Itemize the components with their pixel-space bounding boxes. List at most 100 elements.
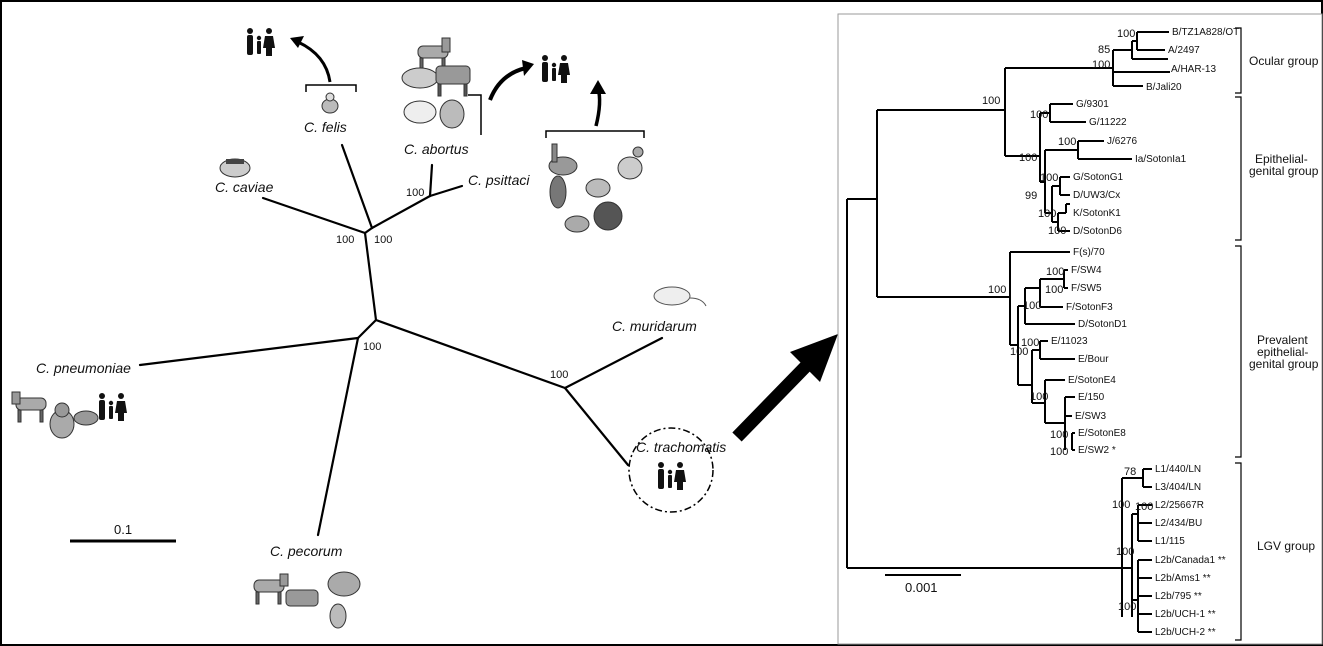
leaf-label: D/SotonD1: [1078, 319, 1127, 330]
right-bootstrap-values: 100 85 100 100 100 100 100 99 100 100 10…: [982, 28, 1153, 613]
leaf-label: F(s)/70: [1073, 247, 1105, 258]
felis-jump-arrow: [297, 40, 332, 83]
livestock-icons: [401, 37, 471, 129]
branch-caviae: [261, 196, 367, 235]
branch-internal-3: [356, 318, 378, 340]
bootstrap-value: 100: [1046, 266, 1064, 278]
branch-psittaci-abortus: [370, 194, 432, 230]
bootstrap-psittaci-abortus: 100: [406, 187, 424, 199]
branch-felis: [340, 143, 374, 230]
bootstrap-value: 100: [1050, 429, 1068, 441]
bootstrap-value: 100: [1050, 446, 1068, 458]
chicken-icon: [617, 146, 644, 180]
leaf-label: K/SotonK1: [1073, 208, 1121, 219]
bootstrap-value: 100: [1048, 225, 1066, 237]
branch-internal-1: [363, 226, 374, 235]
human-family-icon: [542, 55, 570, 83]
bootstrap-value: 100: [1092, 59, 1110, 71]
psittaci-host-bracket: [545, 80, 645, 138]
left-scale-label: 0.1: [114, 522, 132, 537]
goat-icon: [439, 99, 465, 129]
label-trachomatis: C. trachomatis: [636, 439, 726, 455]
abortus-host-bracket: [468, 60, 534, 135]
bootstrap-value: 100: [1058, 136, 1076, 148]
bootstrap-value: 85: [1098, 44, 1110, 56]
leaf-label: L2/434/BU: [1155, 518, 1202, 529]
rooted-tree: [846, 31, 1170, 633]
koala-icon: [327, 571, 361, 597]
label-caviae: C. caviae: [215, 179, 274, 195]
bootstrap-pneumoniae-node: 100: [363, 341, 381, 353]
bootstrap-value: 100: [1040, 172, 1058, 184]
leaf-label: D/UW3/Cx: [1073, 190, 1120, 201]
felis-host-bracket: [290, 36, 357, 92]
leaf-label: B/Jali20: [1146, 82, 1182, 93]
pecorum-host-icons: [253, 571, 361, 629]
bootstrap-value: 100: [1117, 28, 1135, 40]
leaf-label: E/SW2 *: [1078, 445, 1116, 456]
hen-icon: [585, 178, 611, 198]
bootstrap-value: 100: [982, 95, 1000, 107]
mouse-icon: [653, 286, 707, 307]
human-family-icon: [658, 462, 686, 490]
bootstrap-value: 78: [1124, 466, 1136, 478]
bootstrap-value: 100: [1010, 346, 1028, 358]
leaf-label: J/6276: [1107, 136, 1137, 147]
abortus-jump-arrow: [488, 66, 527, 101]
human-family-icon: [247, 28, 275, 56]
group-label-lgv: LGV group: [1257, 539, 1315, 553]
pneumoniae-host-icons: [11, 391, 99, 439]
bootstrap-felis-node: 100: [374, 234, 392, 246]
leaf-label: F/SotonF3: [1066, 302, 1113, 313]
frog-icon: [73, 410, 99, 426]
bootstrap-caviae: 100: [336, 234, 354, 246]
leaf-label: L3/404/LN: [1155, 482, 1201, 493]
bootstrap-value: 100: [1112, 499, 1130, 511]
branch-pneumoniae: [138, 336, 360, 367]
label-muridarum: C. muridarum: [612, 318, 697, 334]
leaf-label: Ia/SotonIa1: [1135, 154, 1187, 165]
zoom-arrow: [732, 334, 838, 442]
bootstrap-value: 99: [1025, 190, 1037, 202]
group-label-ocular: Ocular group: [1249, 54, 1319, 68]
branch-trachomatis-stem: [374, 318, 567, 390]
horse-icon: [253, 573, 289, 605]
label-abortus: C. abortus: [404, 141, 469, 157]
group-label-epithelial-2: genital group: [1249, 164, 1319, 178]
koala-icon: [49, 402, 75, 439]
bootstrap-value: 100: [1030, 109, 1048, 121]
leaf-label: D/SotonD6: [1073, 226, 1122, 237]
leaf-label: E/SW3: [1075, 411, 1107, 422]
leaf-label: L1/115: [1155, 536, 1185, 547]
trachomatis-highlight-circle: [628, 427, 714, 513]
goose-icon: [548, 143, 578, 176]
group-label-prevalent-3: genital group: [1249, 357, 1319, 371]
leaf-label: E/SotonE4: [1068, 375, 1116, 386]
unrooted-tree: [138, 143, 664, 537]
leaf-label: L2b/UCH-1 **: [1155, 609, 1216, 620]
label-pneumoniae: C. pneumoniae: [36, 360, 131, 376]
group-label-epithelial-1: Epithelial-: [1255, 152, 1308, 166]
bootstrap-value: 100: [1019, 152, 1037, 164]
bootstrap-value: 100: [1118, 601, 1136, 613]
group-brackets: [1235, 27, 1242, 641]
label-felis: C. felis: [304, 119, 347, 135]
branch-abortus: [428, 163, 434, 198]
leaf-label: E/150: [1078, 392, 1105, 403]
cow-icon: [435, 65, 471, 97]
branch-muridarum: [563, 336, 664, 390]
leaf-labels: B/TZ1A828/OT A/2497 A/HAR-13 B/Jali20 G/…: [1051, 27, 1239, 638]
bootstrap-value: 100: [1135, 501, 1153, 513]
leaf-label: L2b/Canada1 **: [1155, 555, 1226, 566]
turkey-icon: [593, 201, 623, 231]
cat-icon: [321, 92, 339, 114]
leaf-label: G/11222: [1089, 117, 1127, 128]
bootstrap-value: 100: [1023, 300, 1041, 312]
bootstrap-value: 100: [1038, 208, 1056, 220]
branch-pecorum: [316, 336, 360, 537]
leaf-label: G/9301: [1076, 99, 1109, 110]
human-family-icon: [99, 393, 127, 421]
leaf-label: G/SotonG1: [1073, 172, 1123, 183]
leaf-label: F/SW4: [1071, 265, 1102, 276]
